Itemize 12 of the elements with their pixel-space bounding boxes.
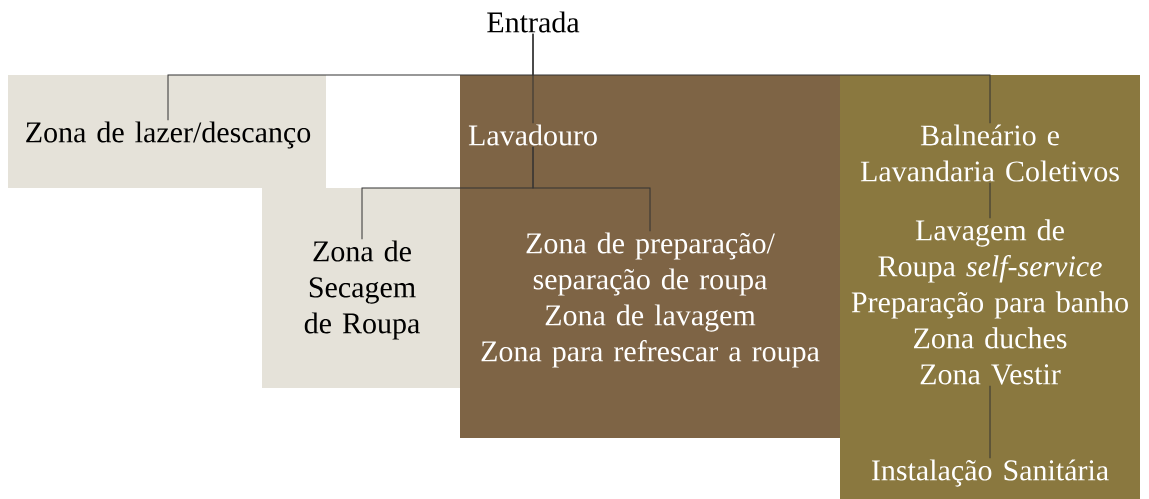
zone-label: Entrada (487, 11, 580, 33)
zone-label: Balneário e Lavandaria Coletivos (860, 124, 1119, 182)
zone-label: Zona de lazer/descanço (26, 121, 311, 149)
zone-label: Instalação Sanitária (872, 459, 1109, 487)
connector-line (989, 385, 991, 459)
zone-label: Zona de Secagem de Roupa (304, 240, 420, 340)
zone-label: Lavadouro (468, 124, 597, 146)
zone-label: Zona de preparação/ separação de roupa Zona de lavagem Zona para refrescar a roupa (481, 232, 820, 368)
connector-line (532, 146, 651, 232)
zone-label: Lavagem de Roupa self-service Preparação para banho Zona duches Zona Vestir (851, 219, 1128, 385)
connector-line (532, 33, 991, 124)
connector-line (989, 182, 991, 219)
